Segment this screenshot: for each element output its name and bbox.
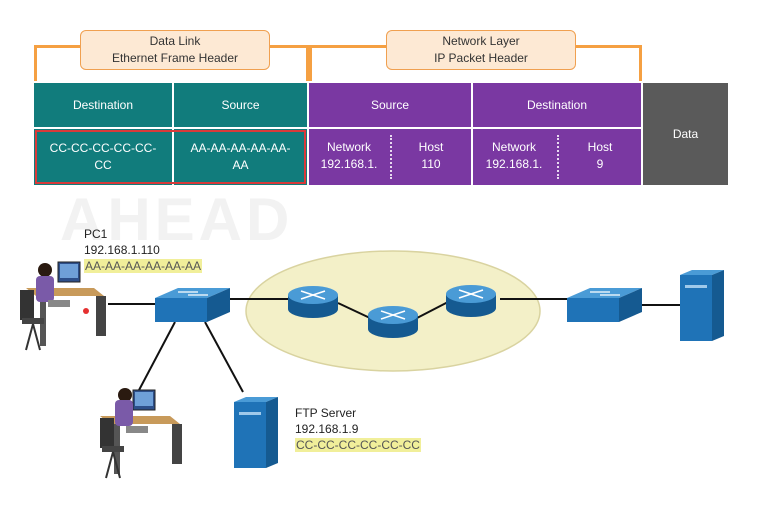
ip-destination-header: Destination — [473, 83, 641, 127]
link-router1-router2 — [337, 302, 371, 319]
eth-source-header: Source — [174, 83, 307, 127]
eth-destination-header: Destination — [34, 83, 172, 127]
ftp-server — [234, 397, 278, 468]
switch-2 — [567, 288, 642, 322]
ip-source-host: Host 110 — [418, 140, 444, 171]
data-cell: Data — [643, 83, 728, 185]
divider — [390, 135, 392, 179]
watermark: AHEAD — [60, 186, 294, 253]
link-switch-pc2 — [137, 321, 176, 393]
server-right — [680, 270, 724, 341]
network-header-label: Network Layer IP Packet Header — [386, 30, 576, 70]
router-1 — [288, 286, 338, 318]
eth-source-value: AA-AA-AA-AA-AA- AA — [174, 129, 307, 185]
divider — [557, 135, 559, 179]
link-router2-router3 — [416, 301, 449, 319]
ip-source-value: Network 192.168.1. Host 110 — [309, 129, 471, 185]
ip-source-header: Source — [309, 83, 471, 127]
ftp-name: FTP Server — [295, 406, 357, 420]
pc1-name: PC1 — [84, 227, 108, 241]
pc1-workstation — [20, 261, 106, 351]
ethernet-highlight-box — [35, 130, 306, 184]
pc2-workstation — [100, 388, 182, 479]
ip-destination-host: Host 9 — [587, 140, 613, 171]
eth-destination-value: CC-CC-CC-CC-CC- CC — [34, 129, 172, 185]
switch-1 — [155, 288, 230, 322]
link-switch-ftp — [204, 321, 244, 393]
pc1-mac: AA-AA-AA-AA-AA-AA — [84, 259, 203, 273]
ip-destination-network: Network 192.168.1. — [485, 140, 543, 171]
ftp-label: FTP Server 192.168.1.9 CC-CC-CC-CC-CC-CC — [295, 405, 421, 453]
router-2 — [368, 306, 418, 338]
ip-destination-value: Network 192.168.1. Host 9 — [473, 129, 641, 185]
pc1-ip: 192.168.1.110 — [84, 243, 160, 257]
datalink-header-label: Data Link Ethernet Frame Header — [80, 30, 270, 70]
router-3 — [446, 285, 496, 317]
ip-source-network: Network 192.168.1. — [320, 140, 378, 171]
ftp-mac: CC-CC-CC-CC-CC-CC — [295, 438, 421, 452]
pc1-label: PC1 192.168.1.110 AA-AA-AA-AA-AA-AA — [84, 226, 203, 274]
ftp-ip: 192.168.1.9 — [295, 422, 359, 436]
